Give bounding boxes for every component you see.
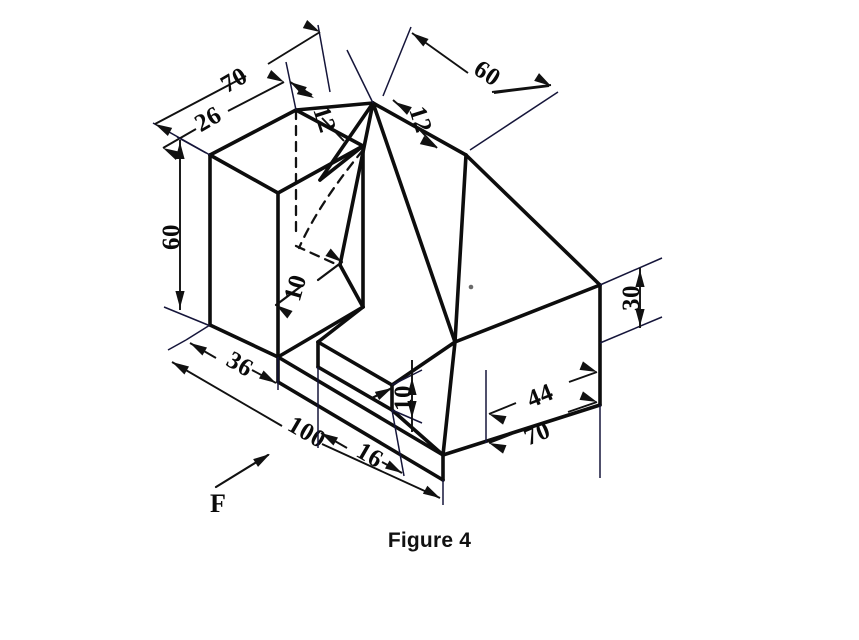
edge-step-bottom-front — [316, 365, 394, 412]
dim-label-26: 26 — [190, 101, 226, 137]
dim-label-60-top-right: 60 — [469, 55, 506, 92]
edge-step-to-base-corner — [390, 408, 445, 457]
view-direction-arrow-head — [253, 450, 273, 467]
dim-60-height: 60 — [158, 136, 209, 326]
hidden-edges-group — [294, 108, 365, 268]
edge-step-top-left — [316, 305, 365, 344]
edge-inner-notch-up — [338, 263, 365, 309]
figure-caption: Figure 4 — [387, 529, 472, 552]
solid-body-faces — [210, 103, 600, 480]
edge-ridge-back-right — [371, 101, 468, 157]
edge-base-right-bottom — [441, 403, 602, 457]
edge-left-block-bottom-front — [276, 305, 365, 359]
paper-speck — [468, 284, 474, 290]
view-direction-indicator: F — [210, 450, 273, 518]
dim-label-70-top-left: 70 — [216, 62, 252, 98]
edge-ridge-to-block — [318, 144, 365, 182]
edge-right-front-down — [441, 340, 457, 457]
figure-caption-container: Figure 4 — [0, 529, 859, 553]
edge-base-front-bottom — [276, 380, 445, 482]
edge-right-inner-vert — [453, 153, 468, 344]
edge-ridge-slope-left — [318, 101, 375, 182]
hidden-edge-lower — [294, 244, 342, 268]
dim-label-30-height: 30 — [618, 285, 645, 311]
edge-step-to-right — [390, 340, 457, 387]
edge-base-front-top — [276, 355, 445, 457]
dim-label-100: 100 — [283, 411, 330, 454]
dim-label-10-notch: 10 — [390, 385, 417, 411]
dim-label-60-height: 60 — [158, 224, 185, 250]
view-direction-label: F — [210, 489, 226, 518]
edge-left-block-top-back — [208, 108, 298, 157]
edge-right-face-front-crease — [371, 101, 457, 344]
edge-right-mid-horizontal — [453, 283, 602, 344]
edge-left-block-top-right — [294, 108, 365, 148]
dim-100: 100 — [167, 339, 444, 505]
edge-ridge-front-crease — [338, 101, 375, 267]
dim-10-notch: 10 — [370, 360, 423, 432]
dim-label-36: 36 — [222, 346, 258, 382]
edge-step-top-front — [316, 340, 394, 387]
edge-left-block-top-left — [208, 153, 280, 195]
dim-30-height: 30 — [599, 257, 663, 344]
edge-left-block-bottom-left — [208, 323, 280, 359]
edge-ridge-back-left — [294, 101, 375, 112]
hidden-edge-curve — [297, 148, 365, 250]
edge-right-upper-slant — [464, 153, 602, 287]
edge-left-block-top-front — [276, 144, 365, 195]
solid-edges-group — [208, 101, 602, 482]
